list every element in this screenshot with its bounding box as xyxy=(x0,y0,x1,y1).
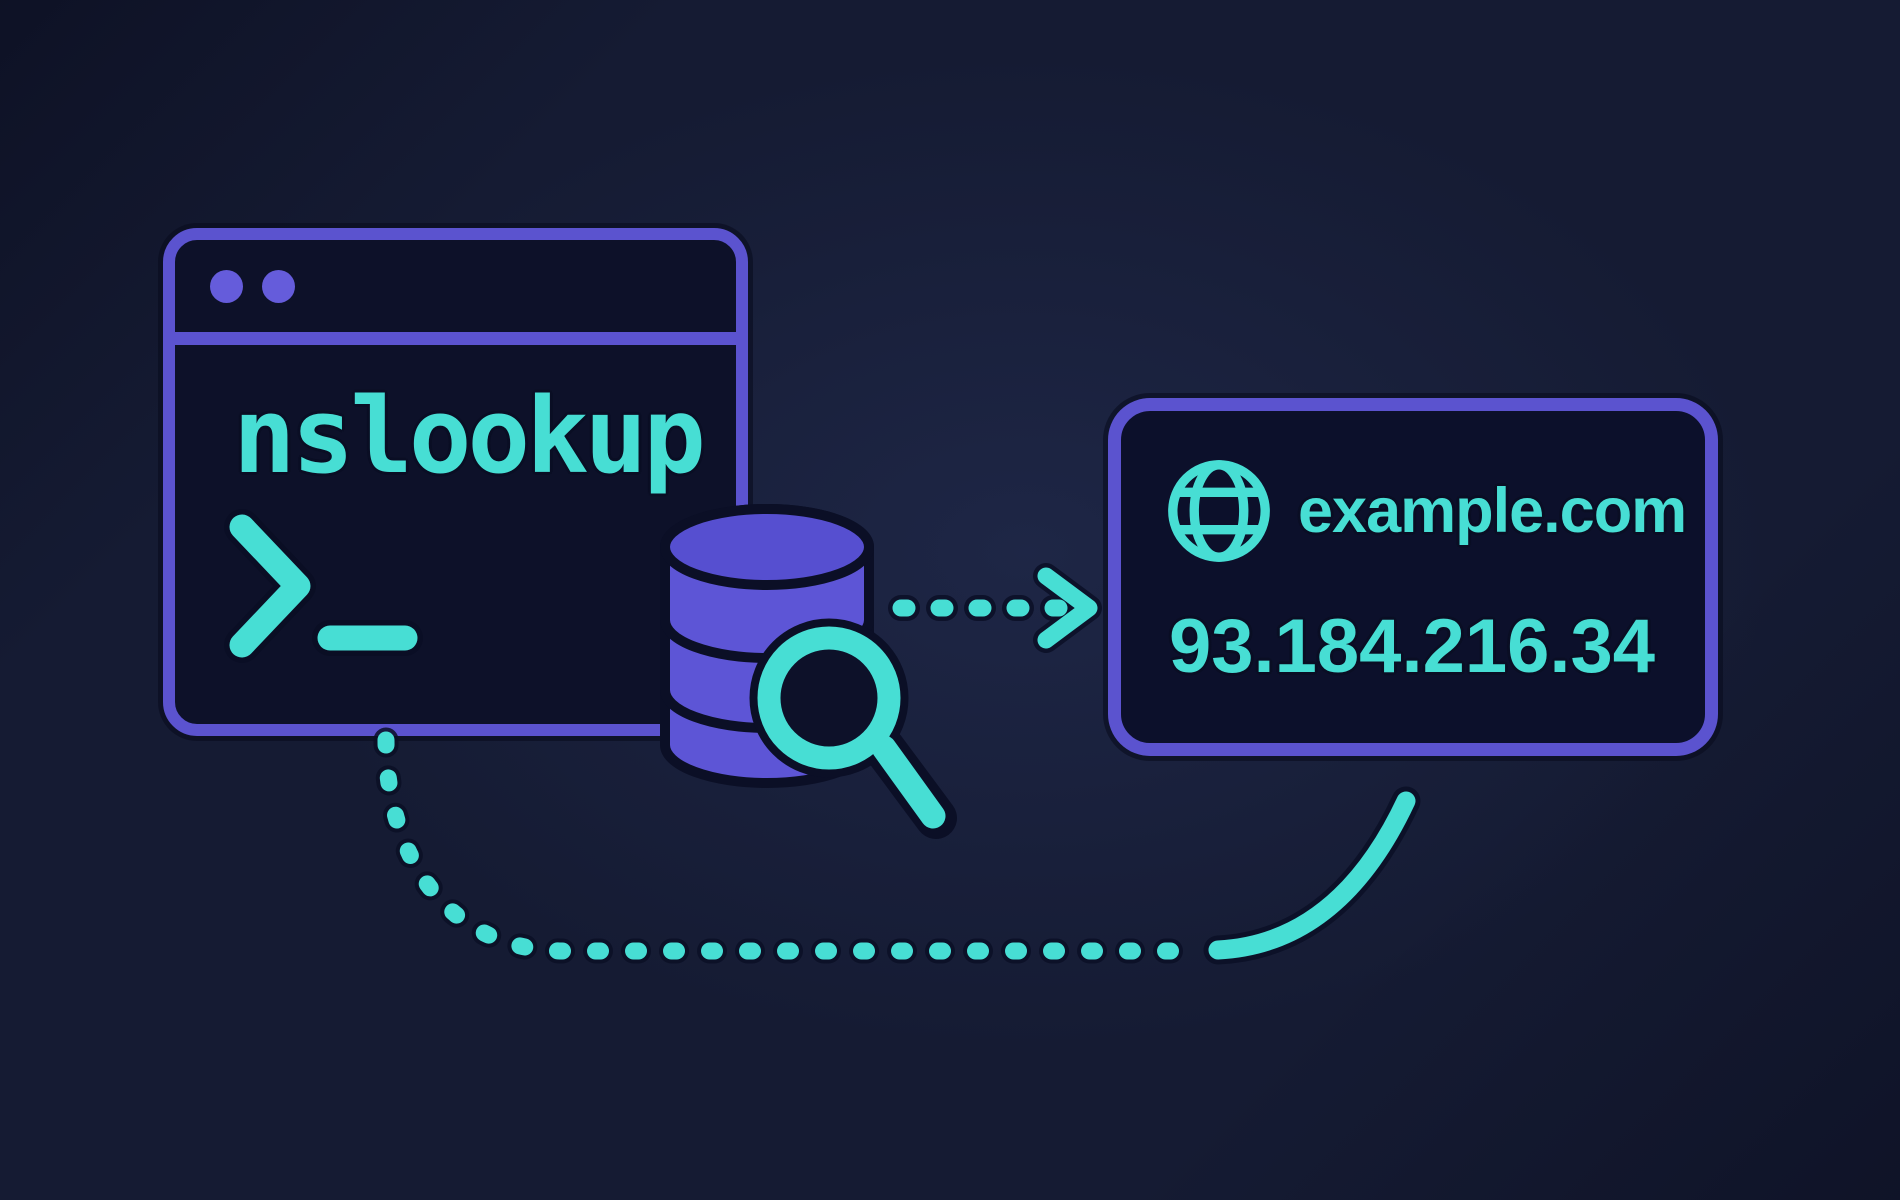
domain-label: example.com xyxy=(1298,476,1687,546)
globe-icon xyxy=(1164,456,1274,566)
ip-address-value: 93.184.216.34 xyxy=(1169,604,1656,689)
window-dot-icon xyxy=(210,269,243,303)
terminal-titlebar xyxy=(175,240,736,345)
window-dot-icon xyxy=(262,269,295,303)
dns-result-card: example.com 93.184.216.34 xyxy=(1108,398,1718,756)
terminal-window: nslookup xyxy=(163,228,748,736)
terminal-command-text: nslookup xyxy=(233,375,706,497)
